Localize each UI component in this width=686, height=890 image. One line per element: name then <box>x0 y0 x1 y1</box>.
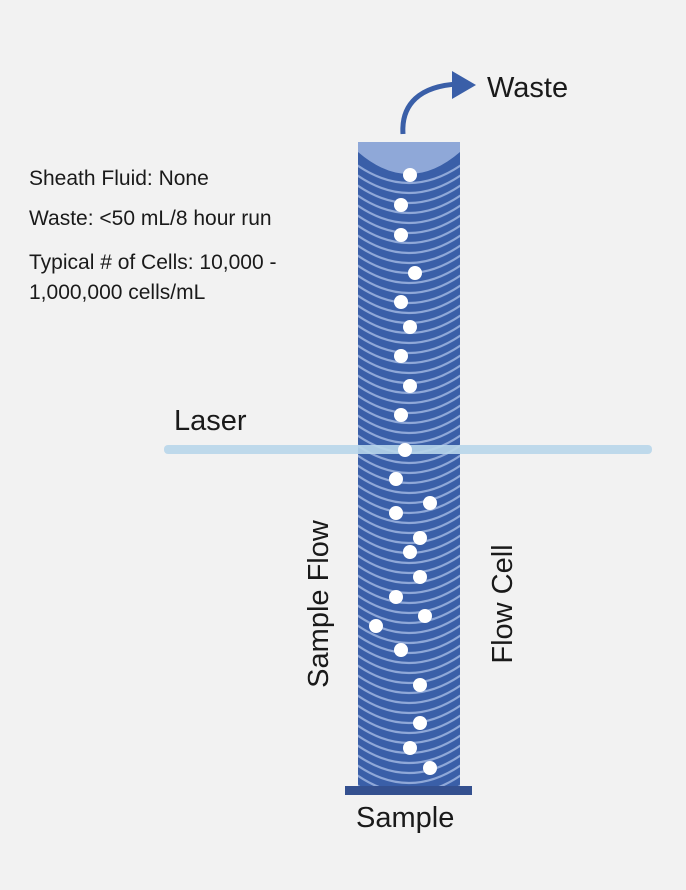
streamline-arc <box>358 234 460 255</box>
meniscus-top <box>358 142 460 174</box>
cell-dot <box>394 295 408 309</box>
streamline-arc <box>358 634 460 655</box>
streamline-arc <box>358 394 460 415</box>
streamline-arc <box>358 164 460 185</box>
streamline-arc <box>358 224 460 245</box>
waste-arrow-icon <box>400 81 459 135</box>
streamline-arc <box>358 574 460 595</box>
streamline-arc <box>358 674 460 695</box>
laser-label: Laser <box>174 405 247 437</box>
streamline-arc <box>358 554 460 575</box>
streamline-arc <box>358 664 460 685</box>
flow-streamlines <box>358 164 460 787</box>
waste-volume-info: Waste: <50 mL/8 hour run <box>29 207 272 230</box>
streamline-arc <box>358 424 460 445</box>
streamline-arc <box>358 204 460 225</box>
streamline-arc <box>358 214 460 235</box>
streamline-arc <box>358 624 460 645</box>
streamline-arc <box>358 524 460 545</box>
cell-dot <box>403 320 417 334</box>
streamline-arc <box>358 654 460 675</box>
streamline-arc <box>358 504 460 525</box>
sheath-fluid-info: Sheath Fluid: None <box>29 167 209 190</box>
streamline-arc <box>358 174 460 195</box>
streamline-arc <box>358 684 460 705</box>
streamline-arc <box>358 284 460 305</box>
cell-dot <box>403 379 417 393</box>
cell-dot <box>413 716 427 730</box>
streamline-arc <box>358 754 460 775</box>
streamline-arc <box>358 194 460 215</box>
streamline-arc <box>358 264 460 285</box>
cell-dot <box>418 609 432 623</box>
cell-dot <box>394 198 408 212</box>
streamline-arc <box>358 744 460 765</box>
streamline-arc <box>358 484 460 505</box>
streamline-arc <box>358 404 460 425</box>
streamline-arc <box>358 604 460 625</box>
streamline-arc <box>358 584 460 605</box>
streamline-arc <box>358 474 460 495</box>
streamline-arc <box>358 384 460 405</box>
cell-dot <box>389 472 403 486</box>
streamline-arc <box>358 544 460 565</box>
cell-dot <box>403 168 417 182</box>
streamline-arc <box>358 694 460 715</box>
streamline-arc <box>358 454 460 475</box>
streamline-arc <box>358 324 460 345</box>
waste-label: Waste <box>487 72 569 104</box>
cell-dot <box>413 570 427 584</box>
cell-dot <box>369 619 383 633</box>
streamline-arc <box>358 644 460 665</box>
cells-layer <box>369 168 437 775</box>
streamline-arc <box>358 244 460 265</box>
flow-cell-label: Flow Cell <box>487 544 519 664</box>
streamline-arc <box>358 414 460 435</box>
streamline-arc <box>358 514 460 535</box>
cell-dot <box>403 545 417 559</box>
streamline-arc <box>358 764 460 785</box>
sample-flow-label: Sample Flow <box>303 520 335 688</box>
streamline-arc <box>358 614 460 635</box>
streamline-arc <box>358 774 460 787</box>
streamline-arc <box>358 564 460 585</box>
streamline-arc <box>358 594 460 615</box>
streamline-arc <box>358 354 460 375</box>
sample-label: Sample <box>356 802 455 834</box>
cell-dot <box>394 228 408 242</box>
streamline-arc <box>358 494 460 515</box>
streamline-arc <box>358 704 460 725</box>
cell-dot <box>413 531 427 545</box>
cell-dot <box>408 266 422 280</box>
streamline-arc <box>358 714 460 735</box>
cell-dot <box>413 678 427 692</box>
streamline-arc <box>358 344 460 365</box>
cell-dot <box>398 443 412 457</box>
cell-dot <box>394 408 408 422</box>
sample-inlet-base <box>345 786 472 795</box>
cell-dot <box>423 761 437 775</box>
cell-dot <box>389 506 403 520</box>
cell-dot <box>394 643 408 657</box>
streamline-arc <box>358 274 460 295</box>
streamline-arc <box>358 184 460 205</box>
streamline-arc <box>358 464 460 485</box>
cell-dot <box>403 741 417 755</box>
cell-count-info: Typical # of Cells: 10,000 - 1,000,000 c… <box>29 251 277 304</box>
streamline-arc <box>358 294 460 315</box>
cell-dot <box>423 496 437 510</box>
streamline-arc <box>358 374 460 395</box>
cell-dot <box>389 590 403 604</box>
streamline-arc <box>358 334 460 355</box>
cell-dot <box>394 349 408 363</box>
arrow-head-icon <box>452 71 476 99</box>
